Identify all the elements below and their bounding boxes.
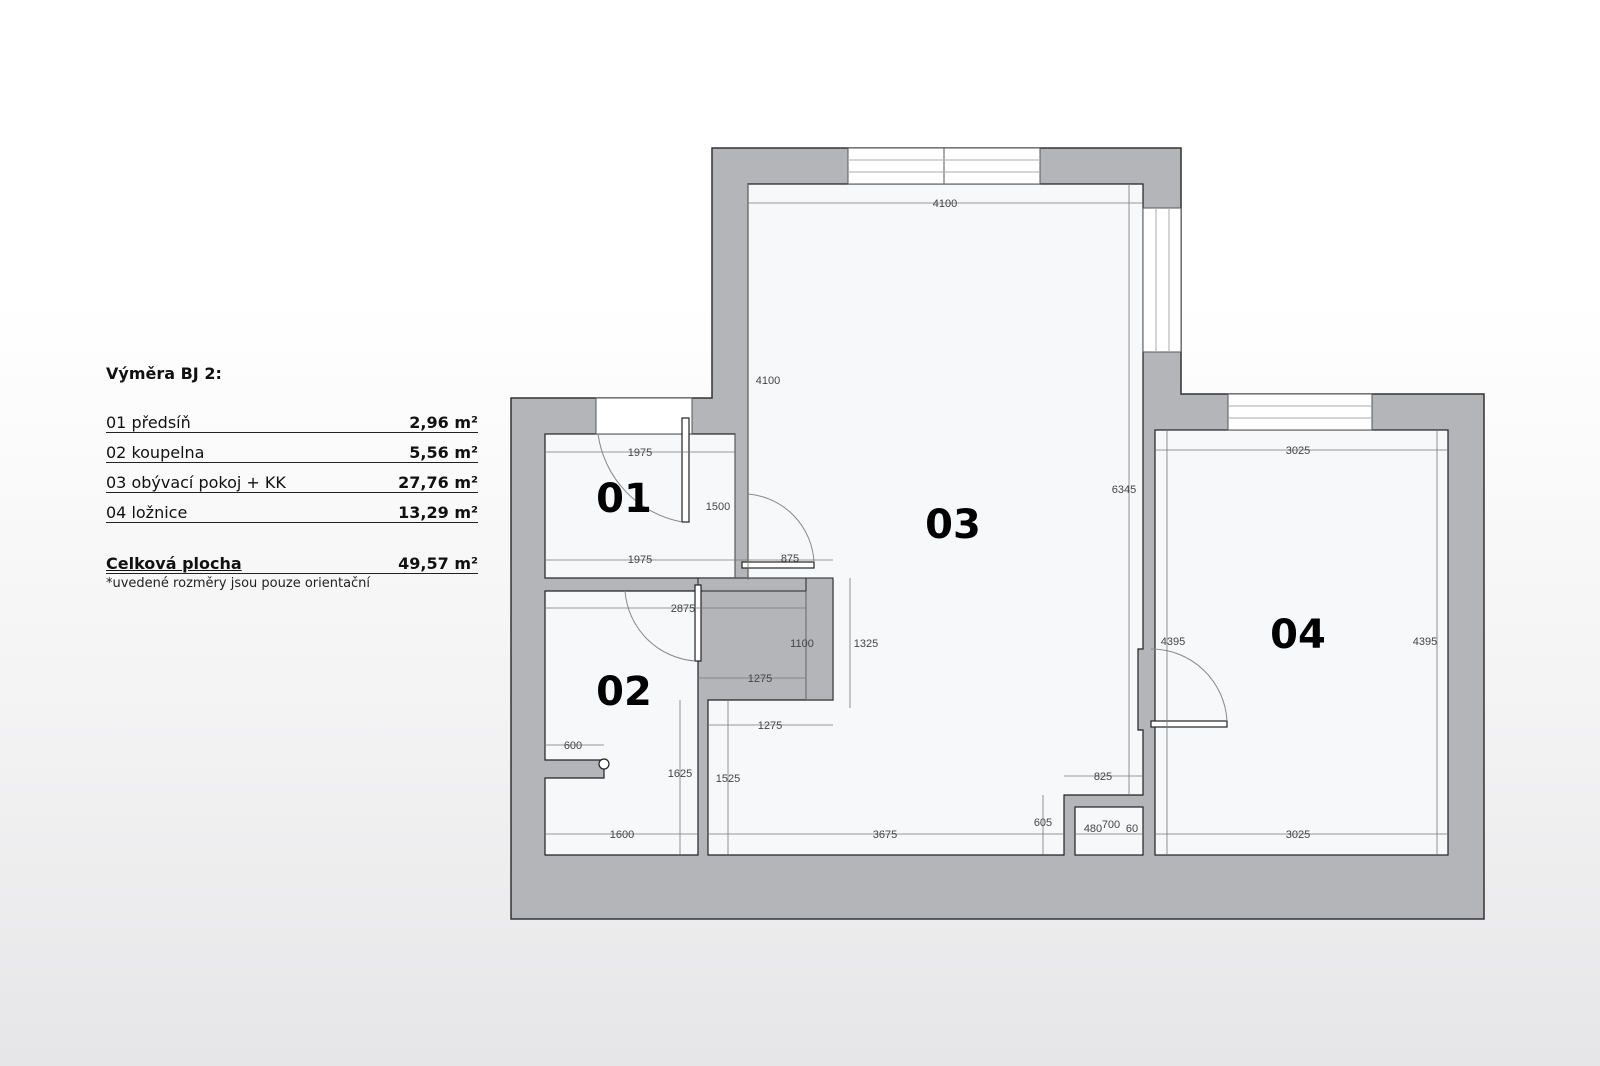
legend-row-02: 02 koupelna 5,56 m² [106,440,478,463]
dim-label: 1275 [748,673,772,685]
dim-label: 600 [564,740,582,752]
area-legend: Výměra BJ 2: 01 předsíň 2,96 m² 02 koupe… [106,364,478,591]
legend-title: Výměra BJ 2: [106,364,222,383]
legend-row-04: 04 ložnice 13,29 m² [106,500,478,523]
legend-room-area: 5,56 m² [409,443,478,462]
dim-label: 60 [1126,823,1138,835]
dim-label: 4395 [1161,636,1185,648]
legend-room-label: 04 ložnice [106,503,188,522]
window-bedroom [1227,393,1373,431]
bath-fixture-icon [598,758,610,770]
legend-total-row: Celková plocha 49,57 m² [106,551,478,574]
dim-label: 1525 [716,773,740,785]
room-04-floor [1154,429,1449,856]
legend-room-label: 01 předsíň [106,413,191,432]
entrance-door-opening [595,397,693,435]
legend-note: *uvedené rozměry jsou pouze orientační [106,576,371,591]
window-top [847,147,1041,185]
legend-room-label: 02 koupelna [106,443,205,462]
dimension-lines [545,184,1448,855]
entrance-door-leaf [681,417,690,523]
legend-room-label: 03 obývací pokoj + KK [106,473,286,492]
entrance-door-swing [597,433,683,523]
dim-label: 6345 [1112,484,1136,496]
dim-label: 2875 [671,603,695,615]
room-label-02: 02 [596,669,652,715]
dim-label: 1500 [706,501,730,513]
legend-room-area: 2,96 m² [409,413,478,432]
dim-label: 480 [1084,823,1102,835]
dim-label: 3675 [873,829,897,841]
room-label-04: 04 [1270,612,1326,658]
total-label: Celková plocha [106,554,242,573]
room-label-01: 01 [596,476,652,522]
dim-label: 1275 [758,720,782,732]
bedroom-door-leaf [1150,720,1228,728]
dim-label: 700 [1102,819,1120,831]
dim-label: 4395 [1413,636,1437,648]
window-right [1142,207,1182,353]
bedroom-door-swing [1150,648,1228,722]
dim-label: 825 [1094,771,1112,783]
dim-label: 1600 [610,829,634,841]
door-03-swing [747,493,815,563]
legend-room-area: 27,76 m² [398,473,478,492]
wall-bath-internal [805,577,834,701]
legend-row-01: 01 předsíň 2,96 m² [106,410,478,433]
dim-label: 3025 [1286,445,1310,457]
total-area: 49,57 m² [398,554,478,573]
dim-label: 1975 [628,447,652,459]
dim-label: 1625 [668,768,692,780]
dim-label: 1100 [790,638,814,650]
room-02-floor [544,590,699,856]
dim-label: 4100 [756,375,780,387]
dim-label: 4100 [933,198,957,210]
dim-label: 1975 [628,554,652,566]
legend-room-area: 13,29 m² [398,503,478,522]
dim-label: 3025 [1286,829,1310,841]
room-01-floor [544,433,736,579]
dim-label: 1325 [854,638,878,650]
dim-label: 875 [781,553,799,565]
closet-floor [1074,806,1144,856]
bath-door-leaf [694,584,702,662]
room-label-03: 03 [925,502,981,548]
bath-door-swing [624,590,696,662]
legend-row-03: 03 obývací pokoj + KK 27,76 m² [106,470,478,493]
dim-label: 605 [1034,817,1052,829]
door-03-leaf [741,561,815,569]
